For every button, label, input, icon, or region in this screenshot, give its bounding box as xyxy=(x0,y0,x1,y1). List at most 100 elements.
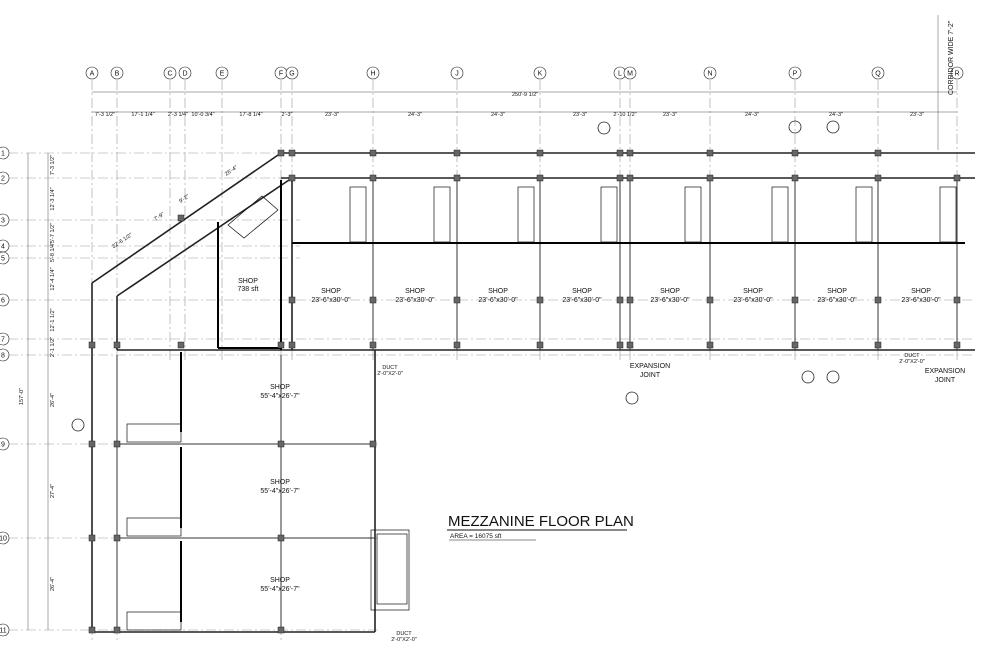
expansion-joint-label: EXPANSION xyxy=(925,368,965,375)
grid-col-p-bubble xyxy=(788,66,802,80)
top-dimension: 24'-3" xyxy=(829,112,843,118)
duct-label: DUCT xyxy=(904,353,920,359)
shop-label: SHOP xyxy=(911,288,931,295)
top-dimension: 24'-3" xyxy=(408,112,422,118)
shop-label: SHOP xyxy=(321,288,341,295)
top-dimension: 7'-3 1/2" xyxy=(95,112,115,118)
diagonal-dimension: 7'-9" xyxy=(153,212,165,223)
plan-title: MEZZANINE FLOOR PLAN xyxy=(448,513,634,530)
grid-col-j-label: J xyxy=(455,71,459,78)
shop-size: 55'-4"x26'-7" xyxy=(260,586,300,593)
grid-col-m-label: M xyxy=(627,71,633,78)
top-dimension: 23'-3" xyxy=(573,112,587,118)
top-dimension: 2'-3 1/4" xyxy=(168,112,188,118)
grid-row-2-bubble xyxy=(0,171,10,185)
shop-area: 738 sft xyxy=(237,286,258,293)
grid-col-q-bubble xyxy=(871,66,885,80)
grid-col-h-label: H xyxy=(370,71,375,78)
grid-row-1-label: 1 xyxy=(1,151,5,158)
grid-row-5-bubble xyxy=(0,251,10,265)
shop-label: SHOP xyxy=(405,288,425,295)
diagonal-dimension: 26'-4" xyxy=(224,165,239,178)
shop-size: 23'-6"x30'-0" xyxy=(311,297,351,304)
expansion-joint-label: EXPANSION xyxy=(630,363,670,370)
grid-col-f-label: F xyxy=(279,71,283,78)
grid-row-10-label: 10 xyxy=(0,536,7,543)
grid-row-8-label: 8 xyxy=(1,353,5,360)
shop-size: 23'-6"x30'-0" xyxy=(395,297,435,304)
left-dimension: 26'-4" xyxy=(50,577,56,591)
left-dimension: 26'-4" xyxy=(50,393,56,407)
left-dimension: 7'-3 1/2" xyxy=(50,155,56,175)
columns xyxy=(88,149,961,634)
shop-label: SHOP xyxy=(270,479,290,486)
grid-col-a-bubble xyxy=(85,66,99,80)
duct-label: DUCT xyxy=(396,631,412,637)
duct-size: 2'-0"X2'-0" xyxy=(899,359,925,365)
grid-lines xyxy=(8,80,975,640)
grid-row-11-bubble xyxy=(0,623,10,637)
shop-size: 23'-6"x30'-0" xyxy=(562,297,602,304)
left-dimension: 12'-4 1/4" xyxy=(50,267,56,290)
shop-label: SHOP xyxy=(660,288,680,295)
grid-row-11-label: 11 xyxy=(0,628,7,635)
grid-col-c-label: C xyxy=(167,71,172,78)
grid-col-p-label: P xyxy=(793,71,798,78)
grid-col-a-label: A xyxy=(90,71,95,78)
overall-dimension: 250'-9 1/2" xyxy=(512,92,538,98)
shop-partitions xyxy=(116,178,958,632)
grid-col-n-bubble xyxy=(703,66,717,80)
grid-col-c-bubble xyxy=(163,66,177,80)
grid-col-b-label: B xyxy=(115,71,120,78)
shop-size: 55'-4"x26'-7" xyxy=(260,393,300,400)
grid-col-r-label: R xyxy=(954,71,959,78)
left-dimension: 27'-4" xyxy=(50,484,56,498)
grid-col-e-bubble xyxy=(215,66,229,80)
grid-row-4-label: 4 xyxy=(1,244,5,251)
grid-col-k-bubble xyxy=(533,66,547,80)
shop-size: 23'-6"x30'-0" xyxy=(478,297,518,304)
shop-label: SHOP xyxy=(270,577,290,584)
top-dimension: 24'-3" xyxy=(491,112,505,118)
stairs xyxy=(126,186,957,631)
duct-size: 2'-0"X2'-0" xyxy=(391,637,417,643)
mezzanine-edges xyxy=(180,180,965,622)
left-dimension: 12'-3 1/4" xyxy=(50,187,56,210)
top-dimension: 17'-8 1/4" xyxy=(239,112,262,118)
grid-col-g-bubble xyxy=(285,66,299,80)
section-markers xyxy=(71,120,840,432)
grid-row-6-label: 6 xyxy=(1,298,5,305)
grid-row-7-label: 7 xyxy=(1,337,5,344)
grid-col-l-label: L xyxy=(618,71,622,78)
shop-size: 23'-6"x30'-0" xyxy=(650,297,690,304)
duct-size: 2'-0"X2'-0" xyxy=(377,371,403,377)
shop-size: 23'-6"x30'-0" xyxy=(901,297,941,304)
shop-label: SHOP xyxy=(827,288,847,295)
grid-row-3-label: 3 xyxy=(1,218,5,225)
grid-col-m-bubble xyxy=(623,66,637,80)
left-dimension: 5'-7 1/2" xyxy=(50,223,56,243)
top-dimension: 2'-10 1/2" xyxy=(613,112,636,118)
grid-col-h-bubble xyxy=(366,66,380,80)
duct-label: DUCT xyxy=(382,365,398,371)
shop-label: SHOP xyxy=(238,278,258,285)
outer-walls xyxy=(91,152,975,633)
top-dimension: 23'-3" xyxy=(325,112,339,118)
left-dimension: 5'-8 1/4" xyxy=(50,242,56,262)
grid-col-g-label: G xyxy=(289,71,294,78)
shop-size: 23'-6"x30'-0" xyxy=(817,297,857,304)
grid-row-8-bubble xyxy=(0,348,10,362)
expansion-joint-label: JOINT xyxy=(640,372,661,379)
grid-col-e-label: E xyxy=(220,71,225,78)
grid-row-9-bubble xyxy=(0,437,10,451)
grid-col-q-label: Q xyxy=(875,71,881,78)
grid-row-10-bubble xyxy=(0,531,10,545)
grid-col-b-bubble xyxy=(110,66,124,80)
expansion-joint-label: JOINT xyxy=(935,377,956,384)
left-total-dimension: 157'-0" xyxy=(19,388,25,405)
left-dimension: 2'-1 1/2" xyxy=(50,337,56,357)
shop-size: 23'-6"x30'-0" xyxy=(733,297,773,304)
area-label: AREA = 16075 sft xyxy=(450,533,502,540)
grid-col-j-bubble xyxy=(450,66,464,80)
